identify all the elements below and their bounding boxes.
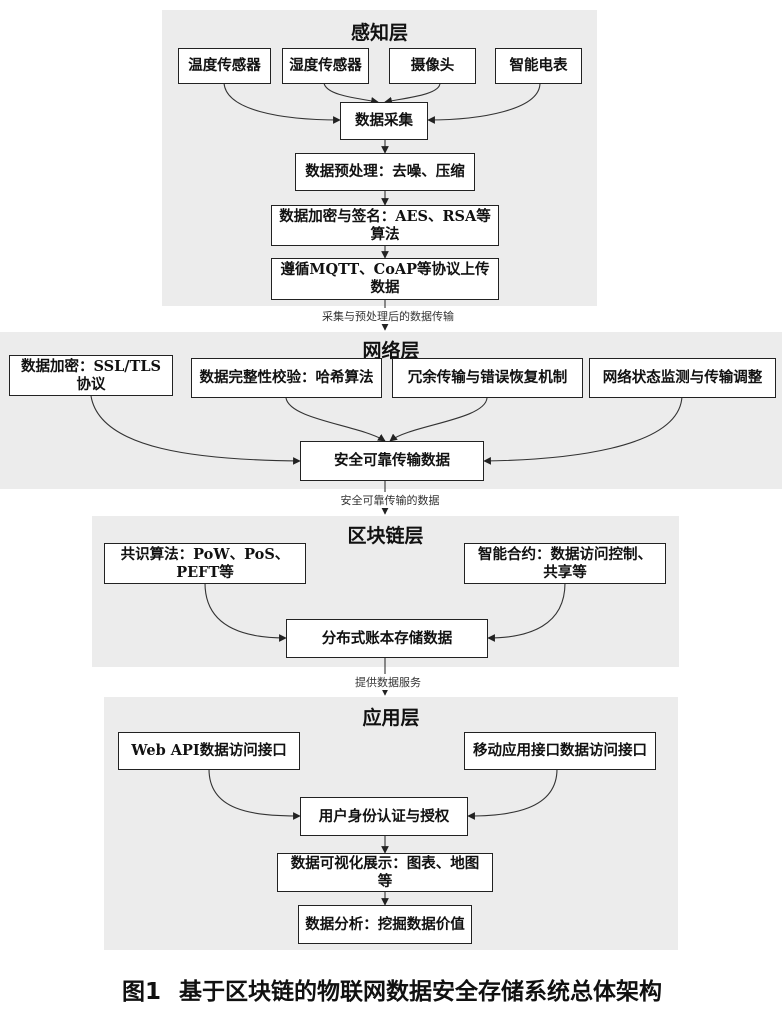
application-layer-title: 应用层 bbox=[362, 707, 420, 729]
network-layer-title: 网络层 bbox=[362, 340, 420, 362]
distributed-ledger: 分布式账本存储数据 bbox=[286, 619, 488, 658]
secure-transmission: 安全可靠传输数据 bbox=[300, 441, 484, 481]
sensor-camera: 摄像头 bbox=[389, 48, 476, 84]
sensor-temperature: 温度传感器 bbox=[178, 48, 271, 84]
network-hash-check: 数据完整性校验：哈希算法 bbox=[191, 358, 382, 398]
data-collect: 数据采集 bbox=[340, 102, 428, 140]
connector-label-to-blockchain: 安全可靠传输的数据 bbox=[338, 492, 442, 508]
perception-layer-title: 感知层 bbox=[350, 22, 408, 44]
data-encrypt-sign: 数据加密与签名：AES、RSA等算法 bbox=[271, 205, 499, 246]
data-visualization: 数据可视化展示：图表、地图等 bbox=[277, 853, 493, 892]
sensor-humidity: 湿度传感器 bbox=[282, 48, 369, 84]
figure-caption: 图1 基于区块链的物联网数据安全存储系统总体架构 bbox=[121, 979, 662, 1005]
data-analysis: 数据分析：挖掘数据价值 bbox=[298, 905, 472, 944]
connector-label-to-application: 提供数据服务 bbox=[353, 674, 423, 690]
consensus-algorithm: 共识算法：PoW、PoS、PEFT等 bbox=[104, 543, 306, 584]
protocol-upload: 遵循MQTT、CoAP等协议上传数据 bbox=[271, 258, 499, 300]
blockchain-layer-title: 区块链层 bbox=[347, 525, 424, 547]
user-auth: 用户身份认证与授权 bbox=[300, 797, 468, 836]
mobile-api-interface: 移动应用接口数据访问接口 bbox=[464, 732, 656, 770]
network-monitoring: 网络状态监测与传输调整 bbox=[589, 358, 776, 398]
network-redundancy: 冗余传输与错误恢复机制 bbox=[392, 358, 583, 398]
web-api-interface: Web API数据访问接口 bbox=[118, 732, 300, 770]
network-ssl-tls: 数据加密：SSL/TLS协议 bbox=[9, 355, 173, 396]
data-preprocess: 数据预处理：去噪、压缩 bbox=[295, 153, 475, 191]
smart-contract: 智能合约：数据访问控制、共享等 bbox=[464, 543, 666, 584]
connector-label-to-network: 采集与预处理后的数据传输 bbox=[320, 308, 456, 324]
sensor-smart-meter: 智能电表 bbox=[495, 48, 582, 84]
